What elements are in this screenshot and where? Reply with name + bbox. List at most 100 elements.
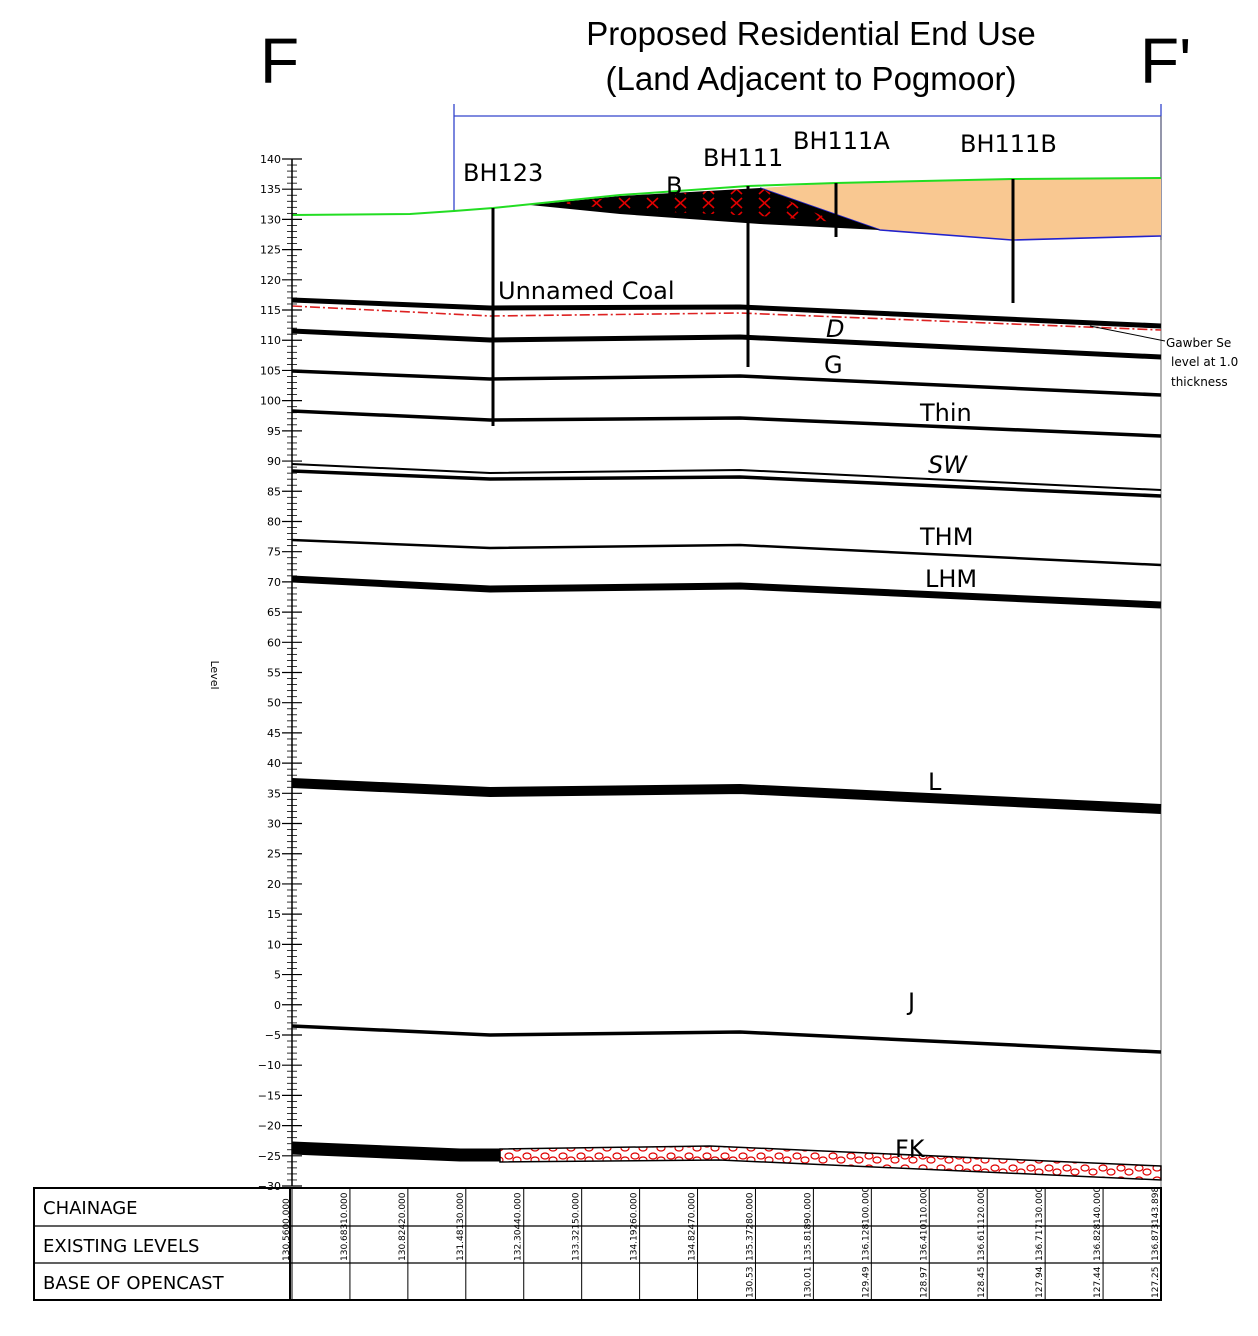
level-axis-tick-label: 10 bbox=[267, 938, 281, 951]
seam-label-thin: Thin bbox=[919, 399, 972, 427]
existing-ground-line bbox=[291, 177, 1162, 216]
level-axis-tick-label: 140 bbox=[260, 153, 281, 166]
level-axis-tick-label: −15 bbox=[258, 1089, 281, 1102]
gawber-note-line3: thickness bbox=[1171, 375, 1228, 389]
level-axis-tick-label: 75 bbox=[267, 546, 281, 559]
table-cell-chainage: 143.898 bbox=[1151, 1187, 1161, 1224]
table-cell-existing-levels: 135.372 bbox=[745, 1224, 755, 1261]
table-cell-chainage: 140.000 bbox=[1093, 1187, 1103, 1224]
seam-g-line bbox=[291, 369, 1162, 397]
seam-d-line bbox=[291, 328, 1162, 360]
seam-thm-line bbox=[291, 538, 1162, 567]
table-row-existing-levels-label: EXISTING LEVELS bbox=[43, 1236, 199, 1257]
level-axis-tick-label: 65 bbox=[267, 606, 281, 619]
seam-b-workings bbox=[560, 188, 836, 222]
table-cell-chainage: 60.000 bbox=[630, 1192, 640, 1224]
seam-j-line bbox=[291, 1024, 1162, 1054]
seam-lines bbox=[291, 297, 1162, 1162]
table-cell-chainage: 130.000 bbox=[1035, 1187, 1045, 1224]
level-axis-tick-label: 40 bbox=[267, 757, 281, 770]
table-row-chainage-label: CHAINAGE bbox=[43, 1198, 138, 1219]
table-cell-chainage: 70.000 bbox=[688, 1192, 698, 1224]
section-data-table: CHAINAGE EXISTING LEVELS BASE OF OPENCAS… bbox=[33, 1187, 1162, 1301]
table-cell-chainage: 120.000 bbox=[977, 1187, 987, 1224]
section-start-label: F bbox=[260, 25, 299, 97]
seam-unnamed-coal-line bbox=[291, 297, 1162, 329]
seam-fk-coal-line bbox=[291, 1141, 500, 1162]
borehole-bh111b-label: BH111B bbox=[960, 130, 1057, 158]
table-cell-existing-levels: 130.683 bbox=[340, 1224, 350, 1261]
table-cell-existing-levels: 132.304 bbox=[514, 1224, 524, 1261]
borehole-logs bbox=[491, 179, 1015, 426]
borehole-bh111-label: BH111 bbox=[703, 144, 783, 172]
section-title-line1: Proposed Residential End Use bbox=[586, 15, 1035, 52]
level-axis-tick-label: 15 bbox=[267, 908, 281, 921]
level-axis-tick-label: 60 bbox=[267, 636, 281, 649]
level-axis-tick-label: 115 bbox=[260, 304, 281, 317]
seam-label-d: D bbox=[826, 315, 844, 343]
seam-thin-line bbox=[291, 409, 1162, 438]
level-axis-tick-label: −10 bbox=[258, 1059, 281, 1072]
level-axis-tick-label: 95 bbox=[267, 425, 281, 438]
table-cell-existing-levels: 136.717 bbox=[1035, 1224, 1045, 1261]
table-cell-base-of-opencast: 128.45 bbox=[977, 1267, 987, 1299]
table-cell-existing-levels: 130.560 bbox=[282, 1224, 292, 1261]
seam-label-j: J bbox=[906, 988, 915, 1016]
level-axis-tick-label: 135 bbox=[260, 183, 281, 196]
table-cell-chainage: 20.000 bbox=[398, 1192, 408, 1224]
table-cell-base-of-opencast: 128.97 bbox=[919, 1267, 929, 1299]
level-axis-tick-label: −20 bbox=[258, 1120, 281, 1133]
gawber-note-line1: Gawber Se bbox=[1166, 336, 1231, 350]
table-cell-existing-levels: 134.824 bbox=[688, 1224, 698, 1261]
seam-lhm-line bbox=[291, 575, 1162, 609]
section-end-label: F' bbox=[1140, 25, 1191, 97]
level-axis-tick-label: 105 bbox=[260, 364, 281, 377]
level-axis-tick-label: 130 bbox=[260, 213, 281, 226]
borehole-bh123-label: BH123 bbox=[463, 159, 543, 187]
table-row-base-of-opencast-label: BASE OF OPENCAST bbox=[43, 1273, 225, 1294]
table-cell-existing-levels: 131.481 bbox=[456, 1224, 466, 1261]
seam-label-unnamed-coal: Unnamed Coal bbox=[498, 277, 675, 305]
level-axis-tick-label: −5 bbox=[265, 1029, 281, 1042]
gawber-leader-line bbox=[1089, 325, 1166, 342]
table-cell-existing-levels: 136.128 bbox=[861, 1224, 871, 1261]
seam-fk-workings bbox=[499, 1145, 1162, 1181]
level-axis-tick-label: 45 bbox=[267, 727, 281, 740]
seam-label-lhm: LHM bbox=[925, 565, 977, 593]
level-axis-tick-label: 85 bbox=[267, 485, 281, 498]
level-axis-tick-label: 90 bbox=[267, 455, 281, 468]
table-cell-existing-levels: 133.321 bbox=[572, 1224, 582, 1261]
seam-sw-upper-line bbox=[291, 463, 1162, 491]
level-axis-tick-label: 35 bbox=[267, 787, 281, 800]
seam-label-sw: SW bbox=[928, 451, 968, 479]
table-cell-chainage: 30.000 bbox=[456, 1192, 466, 1224]
table-cell-base-of-opencast: 127.25 bbox=[1151, 1267, 1161, 1299]
table-cell-chainage: 80.000 bbox=[745, 1192, 755, 1224]
seam-label-g: G bbox=[824, 351, 843, 379]
level-axis-tick-label: −25 bbox=[258, 1150, 281, 1163]
level-axis-tick-label: 120 bbox=[260, 274, 281, 287]
table-cell-chainage: 10.000 bbox=[340, 1192, 350, 1224]
seam-label-b: B bbox=[666, 172, 682, 200]
table-cell-existing-levels: 136.611 bbox=[977, 1224, 987, 1261]
level-axis-tick-label: 100 bbox=[260, 395, 281, 408]
level-axis-tick-label: −30 bbox=[258, 1180, 281, 1193]
table-cell-base-of-opencast: 129.49 bbox=[861, 1266, 871, 1298]
borehole-bh111a-label: BH111A bbox=[793, 127, 890, 155]
seam-label-thm: THM bbox=[919, 523, 973, 551]
level-axis-tick-label: 50 bbox=[267, 697, 281, 710]
gawber-note-line2: level at 1.0 bbox=[1171, 355, 1238, 369]
level-axis: −30−25−20−15−10−505101520253035404550556… bbox=[258, 153, 302, 1193]
section-title-line2: (Land Adjacent to Pogmoor) bbox=[606, 60, 1017, 97]
level-axis-tick-label: 25 bbox=[267, 848, 281, 861]
table-cell-existing-levels: 136.828 bbox=[1093, 1224, 1103, 1261]
table-cell-existing-levels: 135.818 bbox=[803, 1224, 813, 1261]
gawber-seam-level bbox=[291, 305, 1162, 331]
seam-l-line bbox=[291, 778, 1162, 814]
level-axis-tick-label: 80 bbox=[267, 515, 281, 528]
table-cell-chainage: 110.000 bbox=[919, 1187, 929, 1224]
level-axis-tick-label: 70 bbox=[267, 576, 281, 589]
level-axis-tick-label: 20 bbox=[267, 878, 281, 891]
level-axis-tick-label: 0 bbox=[274, 999, 281, 1012]
